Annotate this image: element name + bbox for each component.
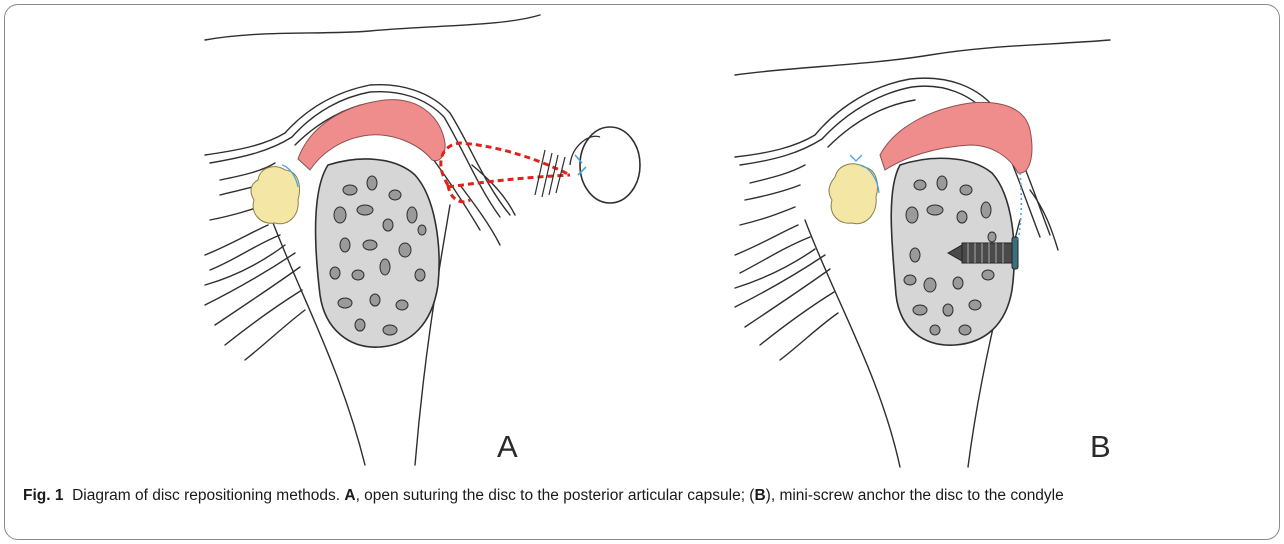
panel-a: A	[200, 5, 670, 475]
condyle	[316, 159, 439, 347]
skull-base-line	[205, 15, 540, 40]
panel-a-illustration	[200, 5, 670, 475]
caption-bold-b: B	[754, 487, 765, 504]
figure-caption: Fig. 1 Diagram of disc repositioning met…	[23, 485, 1273, 506]
figure-label: Fig. 1	[23, 487, 63, 504]
caption-text-3: ), mini-screw anchor the disc to the con…	[766, 487, 1064, 504]
panel-b: B	[730, 5, 1200, 475]
panel-label-b: B	[1090, 429, 1111, 465]
retrodiscal-tissue	[251, 167, 299, 224]
capsule-lines	[535, 150, 565, 197]
caption-text-1: Diagram of disc repositioning methods.	[72, 487, 344, 504]
caption-bold-a: A	[344, 487, 355, 504]
panel-b-illustration	[730, 5, 1200, 475]
ramus-front-line	[805, 220, 900, 467]
suture-lines	[441, 143, 570, 202]
caption-text-2: , open suturing the disc to the posterio…	[356, 487, 755, 504]
panel-label-a: A	[497, 429, 518, 465]
skull-base-line	[735, 40, 1110, 75]
figure-frame: A	[4, 4, 1280, 540]
ear-canal	[580, 127, 640, 203]
retrodiscal-tissue	[829, 164, 878, 224]
